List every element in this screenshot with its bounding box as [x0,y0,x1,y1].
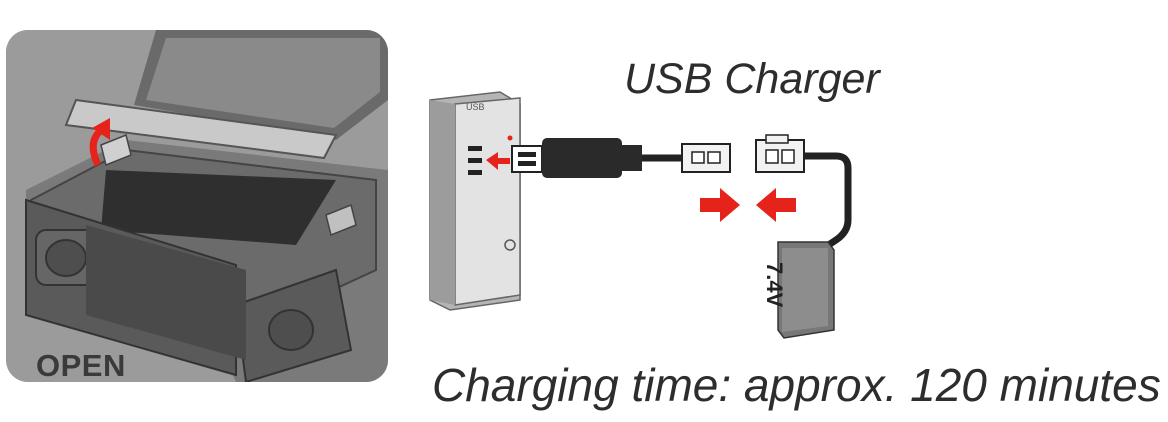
device-open-illustration [6,30,388,382]
charging-time-text: Charging time: approx. 120 minutes [432,359,1161,411]
red-arrow-icon [486,152,510,170]
open-illustration-panel: OPEN [6,30,388,382]
usb-port-label: USB [466,102,485,112]
usb-plug-icon [511,138,642,178]
battery-pack-icon [777,241,835,339]
battery-voltage-label: 7.4V [762,262,787,308]
usb-charger-title: USB Charger [624,55,880,103]
usb-charger-diagram [429,91,852,339]
battery-cable [804,152,852,255]
female-connector-icon [755,134,805,173]
male-connector-icon [681,143,731,173]
open-label: OPEN [36,348,126,382]
red-arrow-right-icon [700,188,740,222]
red-arrow-left-icon [756,188,796,222]
computer-tower-icon [429,91,521,311]
